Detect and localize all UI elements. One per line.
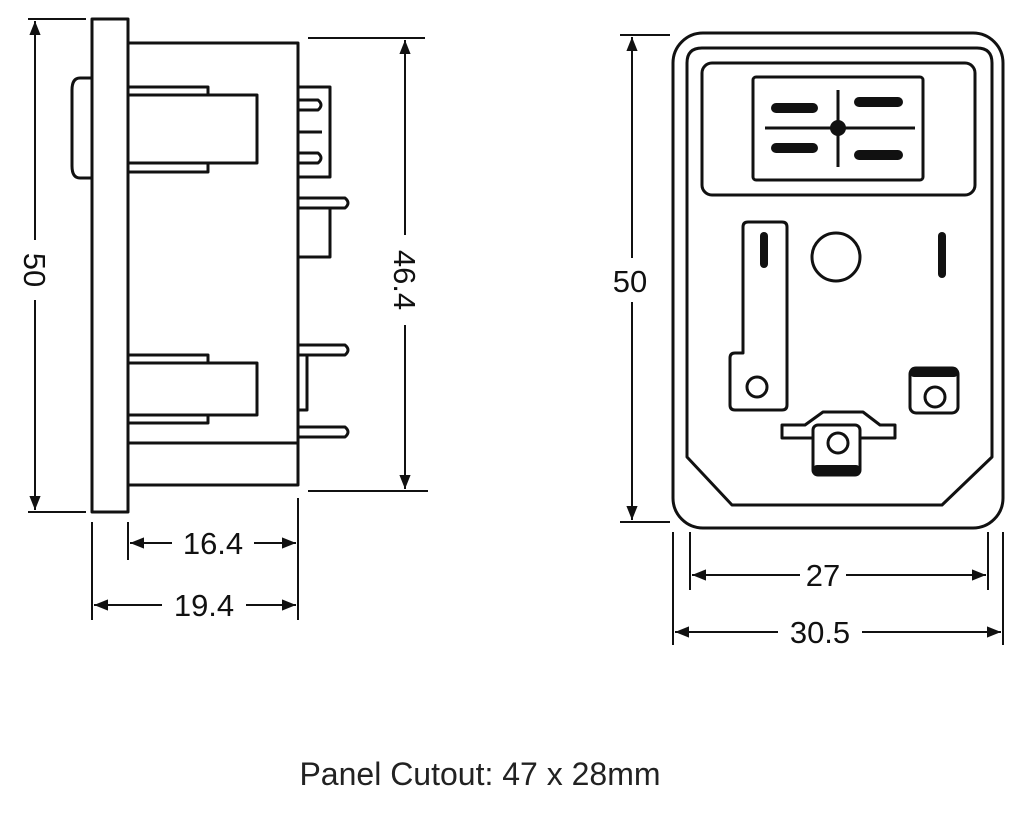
side-body-height-label: 46.4 [387,250,422,310]
front-dimensions: 50 27 30.5 [613,34,1004,650]
side-dimensions: 50 46.4 16.4 19.4 [17,18,428,623]
side-bump [70,76,92,180]
total-depth-label: 19.4 [174,588,234,623]
body-depth-label: 16.4 [183,526,243,561]
panel-cutout-caption: Panel Cutout: 47 x 28mm [299,756,661,792]
side-body [126,41,300,487]
side-view [70,17,350,514]
inner-width-label: 27 [806,558,840,593]
side-flange [90,17,130,514]
front-height-label: 50 [613,264,647,299]
front-view [671,31,1005,530]
outer-width-label: 30.5 [790,615,850,650]
side-height-label: 50 [17,253,52,287]
